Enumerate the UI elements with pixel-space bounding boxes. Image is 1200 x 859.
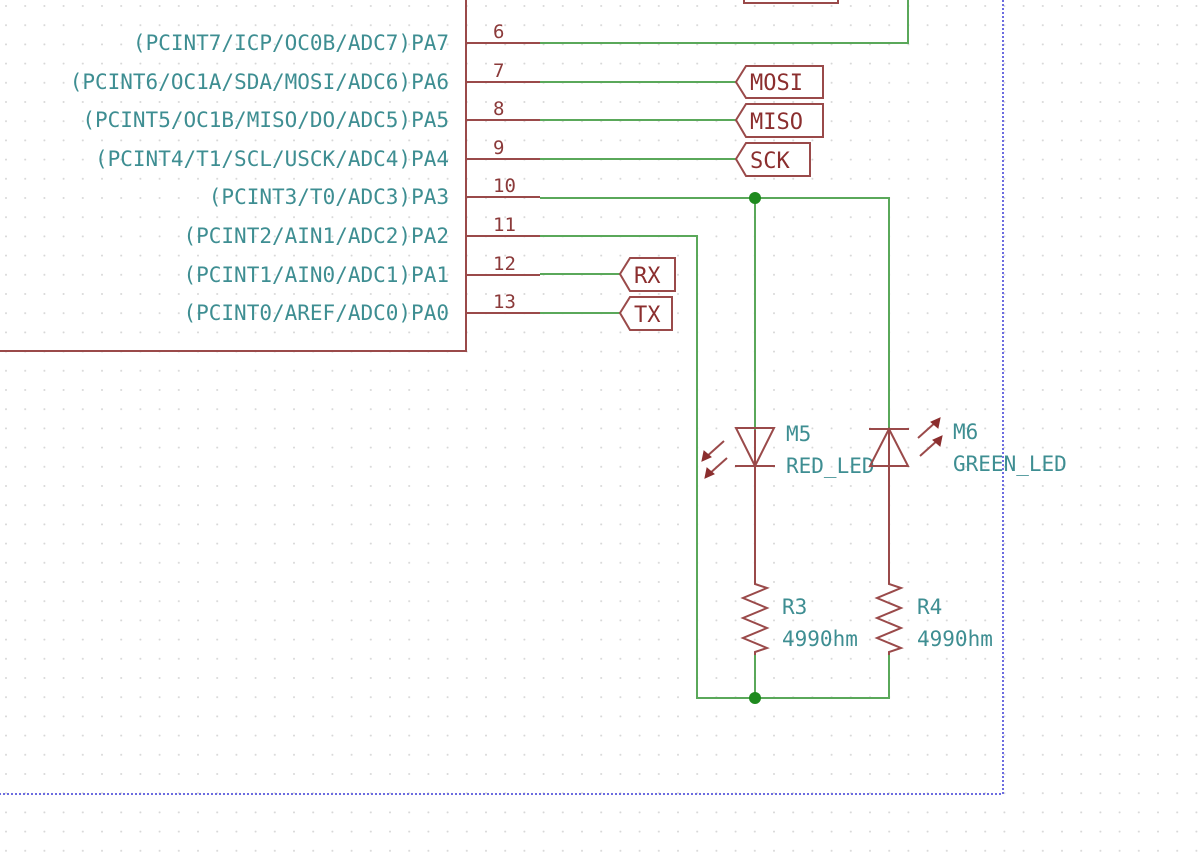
net-label-miso[interactable]: MISO [734,103,824,138]
net-label-text: MOSI [750,71,803,96]
net-label-text: TX [634,303,661,328]
pin-number: 8 [493,98,504,120]
net-label-text: MISO [750,110,803,135]
pin-name: (PCINT4/T1/SCL/USCK/ADC4)PA4 [95,147,449,171]
ic-pin[interactable]: 6 (PCINT7/ICP/OC0B/ADC7)PA7 [133,21,540,55]
resistor-r3[interactable]: R3 4990hm [740,580,858,655]
net-label-rx[interactable]: RX [618,257,676,292]
pin-number: 9 [493,137,504,159]
pin-number: 10 [493,175,516,197]
component-above-outline [743,0,839,4]
pin-number: 12 [493,253,516,275]
wires [540,0,909,699]
pin-name: (PCINT3/T0/ADC3)PA3 [209,185,449,209]
ic-pin[interactable]: 9 (PCINT4/T1/SCL/USCK/ADC4)PA4 [95,137,540,171]
ic-body-outline[interactable] [0,0,467,352]
led-m6-value: GREEN_LED [953,452,1067,476]
wire-pa2-return[interactable] [540,235,890,699]
ic-pin[interactable]: 13 (PCINT0/AREF/ADC0)PA0 [183,291,540,325]
resistor-r4-ref: R4 [917,595,942,619]
ic-pin[interactable]: 11 (PCINT2/AIN1/ADC2)PA2 [183,214,540,248]
led-m5[interactable]: M5 RED_LED [701,422,875,580]
pin-name: (PCINT2/AIN1/ADC2)PA2 [183,224,449,248]
light-emission-arrows-icon [701,440,728,479]
pin-name: (PCINT7/ICP/OC0B/ADC7)PA7 [133,31,449,55]
ic-pin[interactable]: 8 (PCINT5/OC1B/MISO/DO/ADC5)PA5 [82,98,540,132]
pin-name: (PCINT5/OC1B/MISO/DO/ADC5)PA5 [82,108,449,132]
diode-triangle [734,427,776,469]
resistor-r4[interactable]: R4 4990hm [874,580,993,655]
junction-dot [749,692,761,704]
ic-pin[interactable]: 12 (PCINT1/AIN0/ADC1)PA1 [183,253,540,287]
pin-number: 11 [493,214,516,236]
ic-pins: 6 (PCINT7/ICP/OC0B/ADC7)PA7 7 (PCINT6/OC1A/… [70,21,540,325]
ic-pin[interactable]: 7 (PCINT6/OC1A/SDA/MOSI/ADC6)PA6 [70,60,540,94]
resistor-r4-value: 4990hm [917,627,993,651]
net-label-sck[interactable]: SCK [734,142,811,177]
junction-dot [749,192,761,204]
ic-pin[interactable]: 10 (PCINT3/T0/ADC3)PA3 [209,175,540,209]
led-m6-ref: M6 [953,420,978,444]
sheet-border [0,0,1004,795]
led-m5-value: RED_LED [786,454,875,478]
pin-name: (PCINT0/AREF/ADC0)PA0 [183,301,449,325]
pin-name: (PCINT1/AIN0/ADC1)PA1 [183,263,449,287]
led-m5-ref: M5 [786,422,811,446]
net-label-text: SCK [750,149,790,174]
pin-number: 6 [493,21,504,43]
resistor-r3-value: 4990hm [782,627,858,651]
diode-triangle [868,426,910,467]
resistor-zigzag-icon [874,580,904,655]
pin-number: 13 [493,291,516,313]
pin-name: (PCINT6/OC1A/SDA/MOSI/ADC6)PA6 [70,70,449,94]
wire-pa7[interactable] [540,0,909,44]
net-label-tx[interactable]: TX [618,296,673,331]
resistor-r3-ref: R3 [782,595,807,619]
pin-number: 7 [493,60,504,82]
led-m6[interactable]: M6 GREEN_LED [868,417,1067,580]
light-emission-arrows-icon [917,417,943,457]
net-label-mosi[interactable]: MOSI [734,65,824,99]
net-label-text: RX [634,264,661,289]
wire-pa3-leds[interactable] [540,197,890,430]
resistor-zigzag-icon [740,580,770,655]
